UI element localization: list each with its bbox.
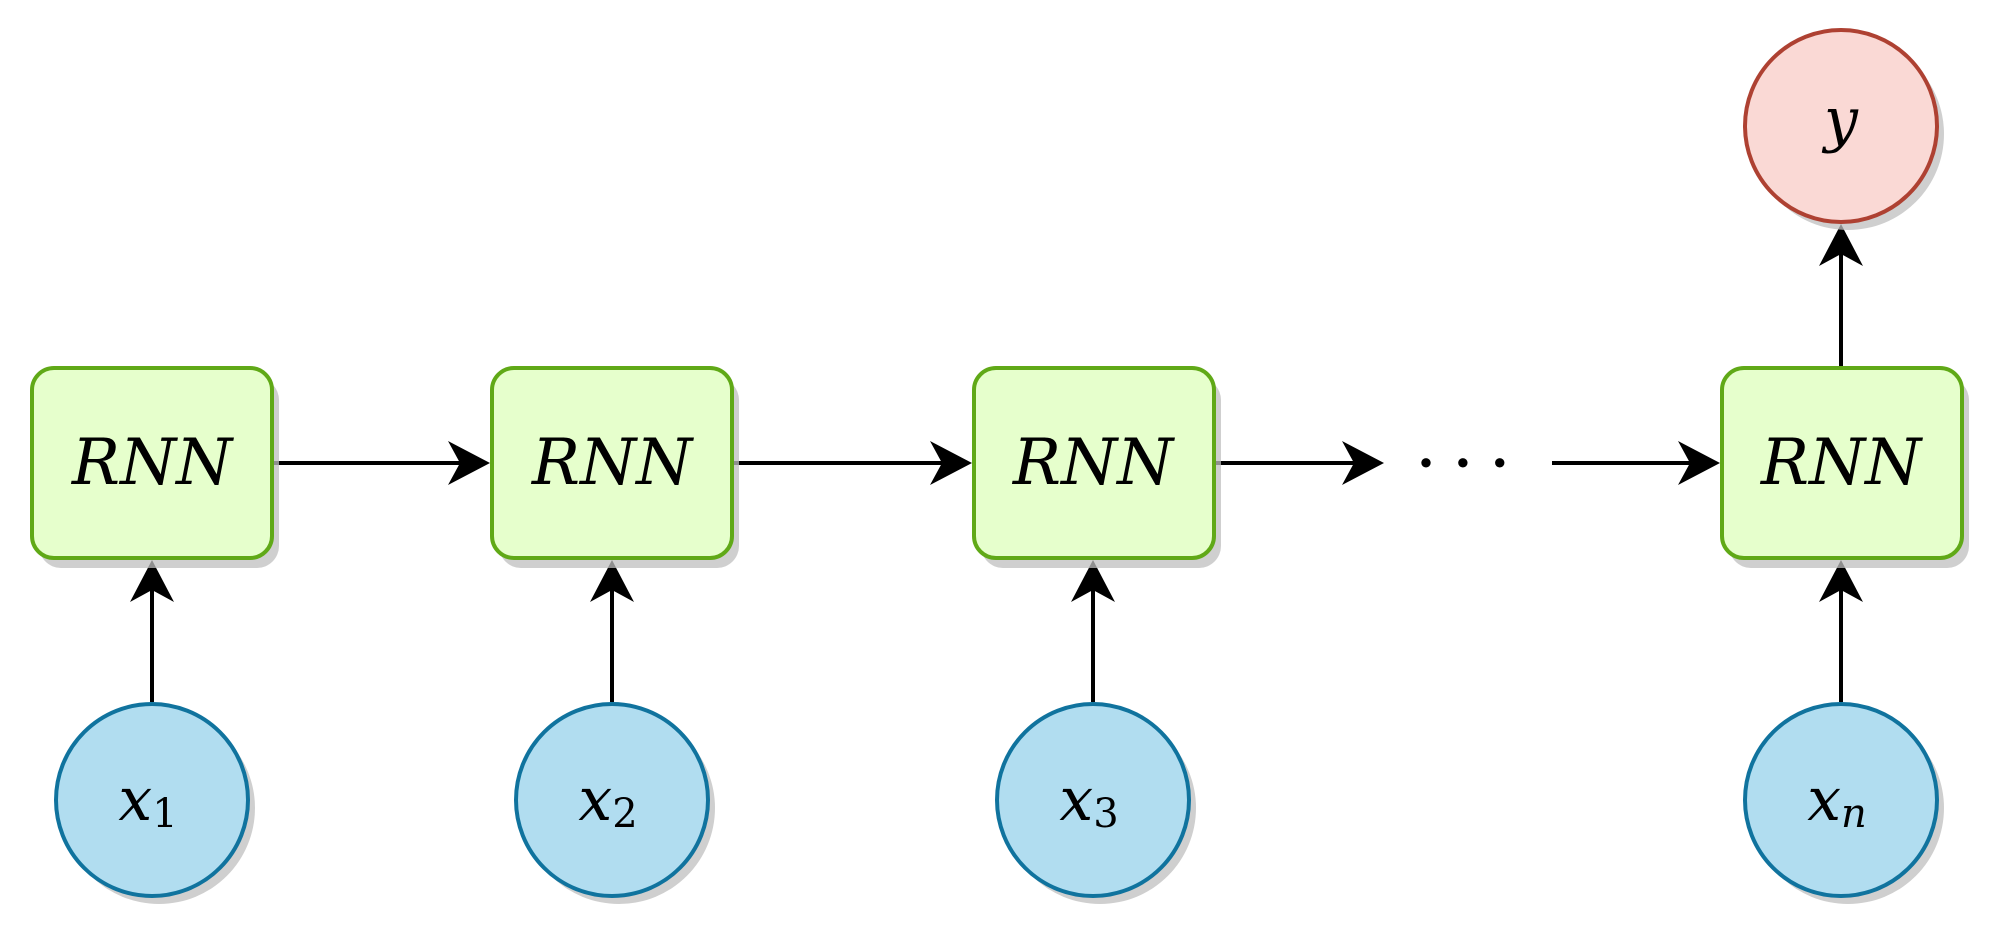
output-node-y: y: [1743, 28, 1944, 230]
rnn-cell-label: RNN: [71, 426, 234, 500]
rnn-cell-2: RNN: [490, 366, 739, 568]
input-nodes: x1 x2 x3 xn: [54, 702, 1944, 904]
ellipsis: ···: [1415, 421, 1526, 505]
input-node-x1: x1: [54, 702, 255, 904]
arrow-x2-to-rnn2: [590, 560, 634, 702]
rnn-cells: RNN RNN RNN RNN: [30, 366, 1969, 568]
arrow-rnn1-to-rnn2: [272, 441, 490, 485]
arrow-rnn4-to-y: [1819, 224, 1863, 366]
arrow-x3-to-rnn3: [1071, 560, 1115, 702]
rnn-cell-label: RNN: [1760, 426, 1923, 500]
arrow-xn-to-rnn4: [1819, 560, 1863, 702]
rnn-cell-label: RNN: [1012, 426, 1175, 500]
rnn-cell-3: RNN: [972, 366, 1221, 568]
input-label: x3: [1059, 765, 1118, 837]
arrow-rnn3-to-ellipsis: [1214, 441, 1384, 485]
edges: [130, 224, 1863, 702]
input-node-xn: xn: [1743, 702, 1944, 904]
input-label: xn: [1807, 765, 1867, 837]
rnn-cell-1: RNN: [30, 366, 279, 568]
arrow-x1-to-rnn1: [130, 560, 174, 702]
input-label: x1: [118, 765, 177, 837]
arrow-ellipsis-to-rnn4: [1552, 441, 1720, 485]
input-node-x2: x2: [514, 702, 715, 904]
arrow-rnn2-to-rnn3: [732, 441, 972, 485]
input-label: x2: [578, 765, 637, 837]
rnn-cell-label: RNN: [531, 426, 694, 500]
output-label: y: [1821, 85, 1859, 155]
rnn-cell-4: RNN: [1720, 366, 1969, 568]
input-node-x3: x3: [995, 702, 1196, 904]
